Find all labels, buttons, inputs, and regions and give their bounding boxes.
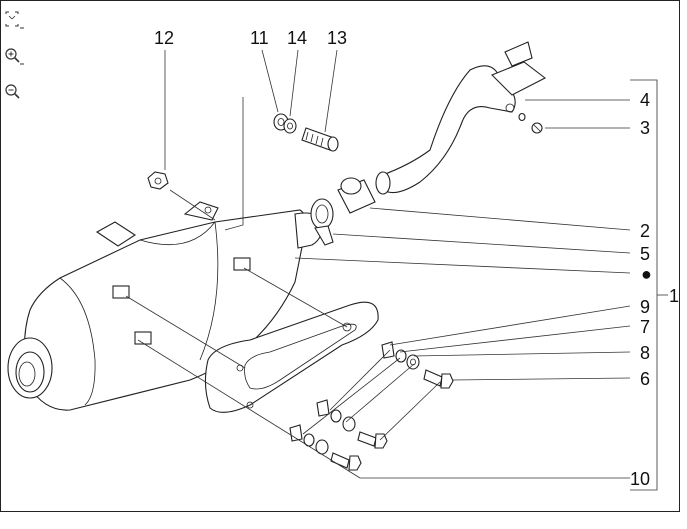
nut-part-12 <box>147 171 169 190</box>
zoom-out-icon <box>5 84 20 99</box>
exhaust-pipe-part <box>375 41 547 195</box>
callout-9: 9 <box>640 297 650 317</box>
washer-part-8-upper <box>406 354 420 370</box>
callout-labels: 12 11 14 13 4 3 2 5 ● 9 1 7 8 6 10 <box>154 28 679 489</box>
zoom-in-icon <box>5 48 24 65</box>
clamp-part <box>310 198 334 246</box>
callout-12: 12 <box>154 28 174 48</box>
callout-8: 8 <box>640 343 650 363</box>
assembly-bracket <box>630 79 668 491</box>
callout-bullet: ● <box>641 264 652 284</box>
callout-10: 10 <box>630 469 650 489</box>
diagram-frame <box>0 0 680 512</box>
heat-shield-part <box>204 301 379 413</box>
callout-4: 4 <box>640 90 650 110</box>
fit-to-page-button[interactable] <box>3 10 25 32</box>
leader-lines <box>125 49 631 479</box>
spacer-part-9-upper <box>381 341 395 359</box>
fit-to-page-icon <box>5 11 24 29</box>
callout-1: 1 <box>669 286 679 306</box>
bolt-part-13 <box>301 127 339 152</box>
spacer-part-10-b <box>289 424 362 471</box>
bolt-part-3 <box>531 122 543 134</box>
zoom-in-button[interactable] <box>3 46 25 68</box>
zoom-out-button[interactable] <box>3 82 25 104</box>
callout-13: 13 <box>327 28 347 48</box>
muffler-part <box>7 201 323 411</box>
callout-7: 7 <box>640 317 650 337</box>
callout-2: 2 <box>640 221 650 241</box>
callout-6: 6 <box>640 369 650 389</box>
callout-11: 11 <box>250 28 269 48</box>
callout-14: 14 <box>287 28 307 48</box>
gasket-part <box>337 177 376 214</box>
callout-5: 5 <box>640 244 650 264</box>
bolt-part-6-upper <box>423 369 454 389</box>
washer-part-14 <box>283 118 297 134</box>
washer-part-4 <box>518 112 526 122</box>
spacer-part-10-a <box>316 399 388 449</box>
callout-3: 3 <box>640 118 650 138</box>
